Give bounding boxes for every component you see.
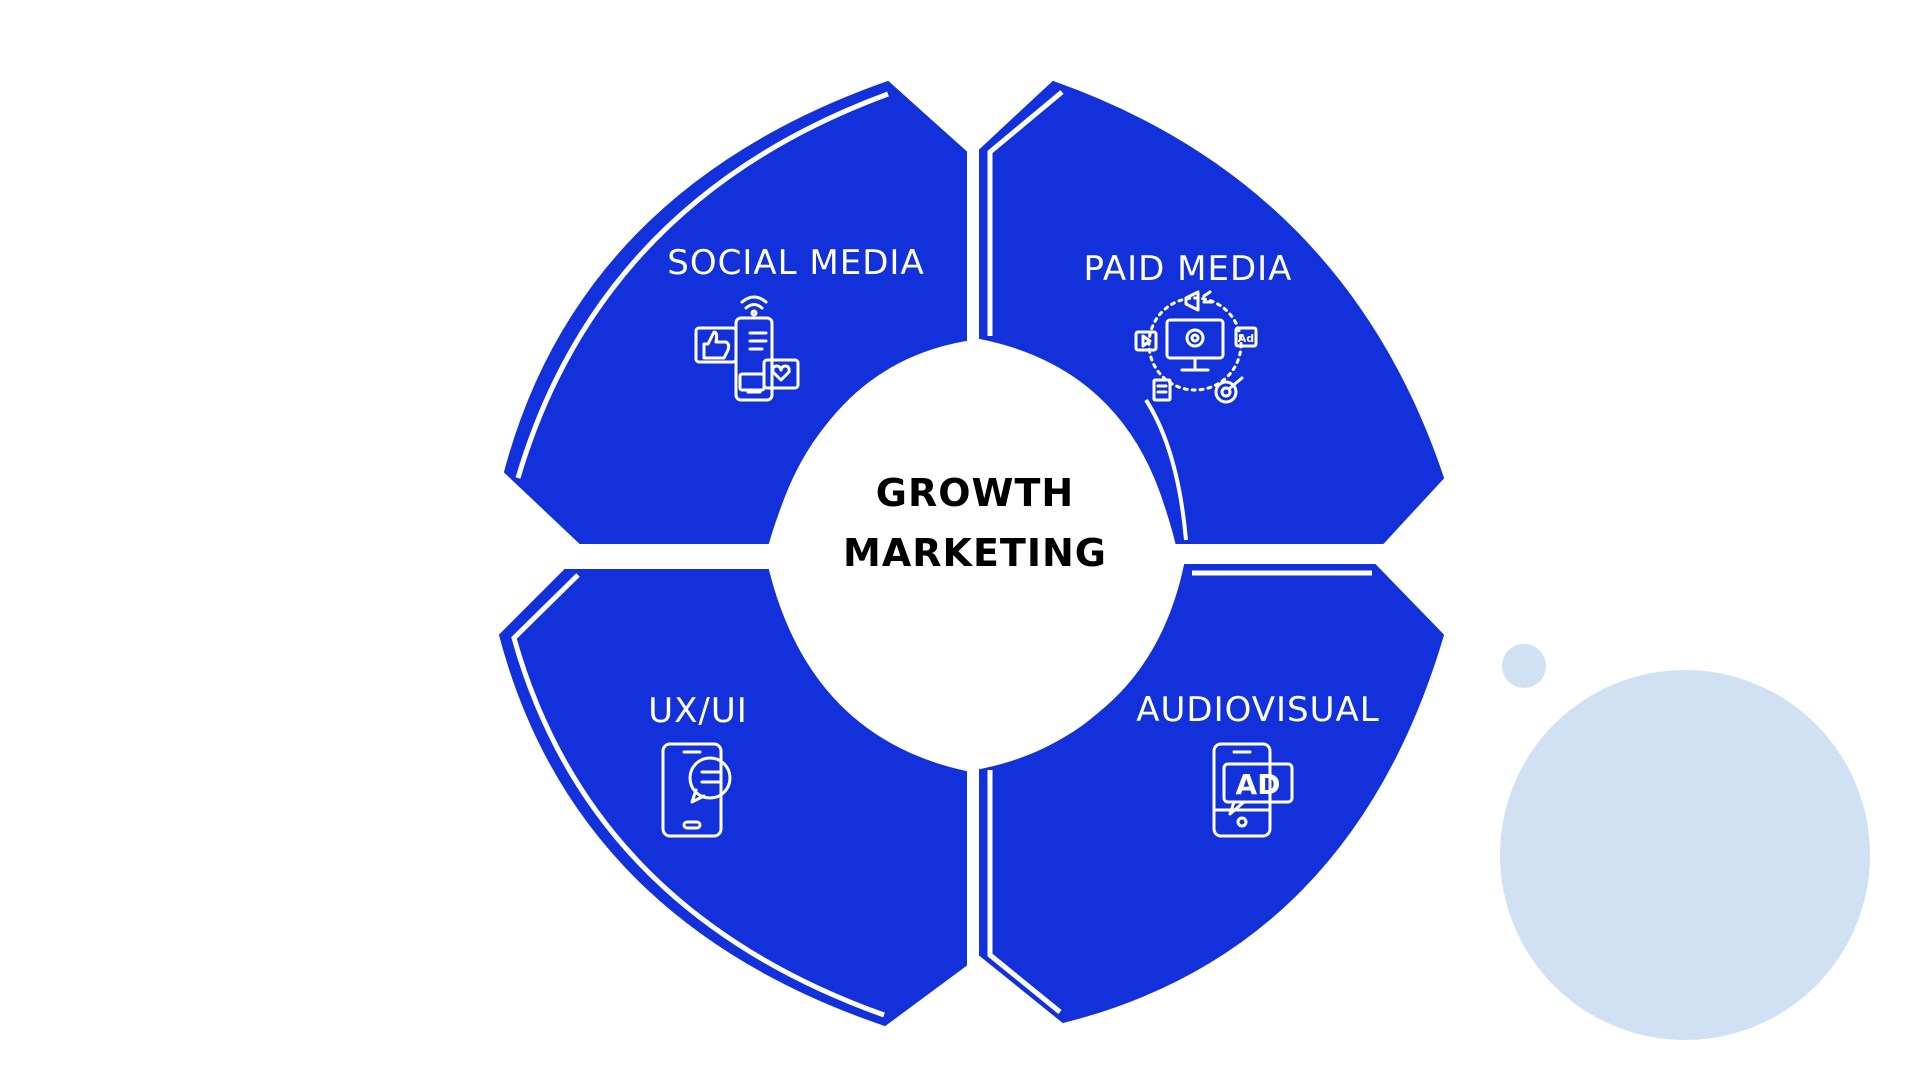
segment-label-social-media: SOCIAL MEDIA [667,243,924,283]
segment-top-left-inner-line [515,91,889,479]
segment-top-right-edge-line [1144,398,1188,541]
ad-phone-icon: AD [1212,742,1294,838]
segment-top-right-shape [979,80,1445,544]
segment-bottom-right-shape [979,564,1445,1024]
segment-label-ux-ui: UX/UI [648,691,748,731]
segment-bottom-left-inner-line [511,573,885,1018]
segment-bottom-right-edge-line [987,770,1062,1014]
segment-top-right-inner-line [987,90,1064,336]
segment-label-audiovisual: AUDIOVISUAL [1136,690,1379,730]
segment-ux-ui[interactable] [498,569,967,1027]
segment-paid-media[interactable] [979,80,1445,544]
segment-bottom-left-shape [498,569,967,1027]
decorative-small-circle [1502,644,1546,688]
social-media-icon [694,295,800,402]
segment-top-left-shape [503,80,967,544]
svg-text:AD: AD [1236,768,1281,801]
segment-audiovisual[interactable] [979,564,1445,1024]
center-title-line-1: GROWTH [876,471,1074,515]
segment-social-media[interactable] [503,80,967,544]
svg-text:Ad: Ad [1238,332,1254,345]
center-shape [768,340,1178,770]
segment-label-paid-media: PAID MEDIA [1084,249,1293,289]
ux-ui-phone-chat-icon [661,742,732,838]
center-title-line-2: MARKETING [843,531,1107,575]
decorative-large-circle [1500,670,1870,1040]
paid-media-icon: Ad [1134,290,1258,404]
